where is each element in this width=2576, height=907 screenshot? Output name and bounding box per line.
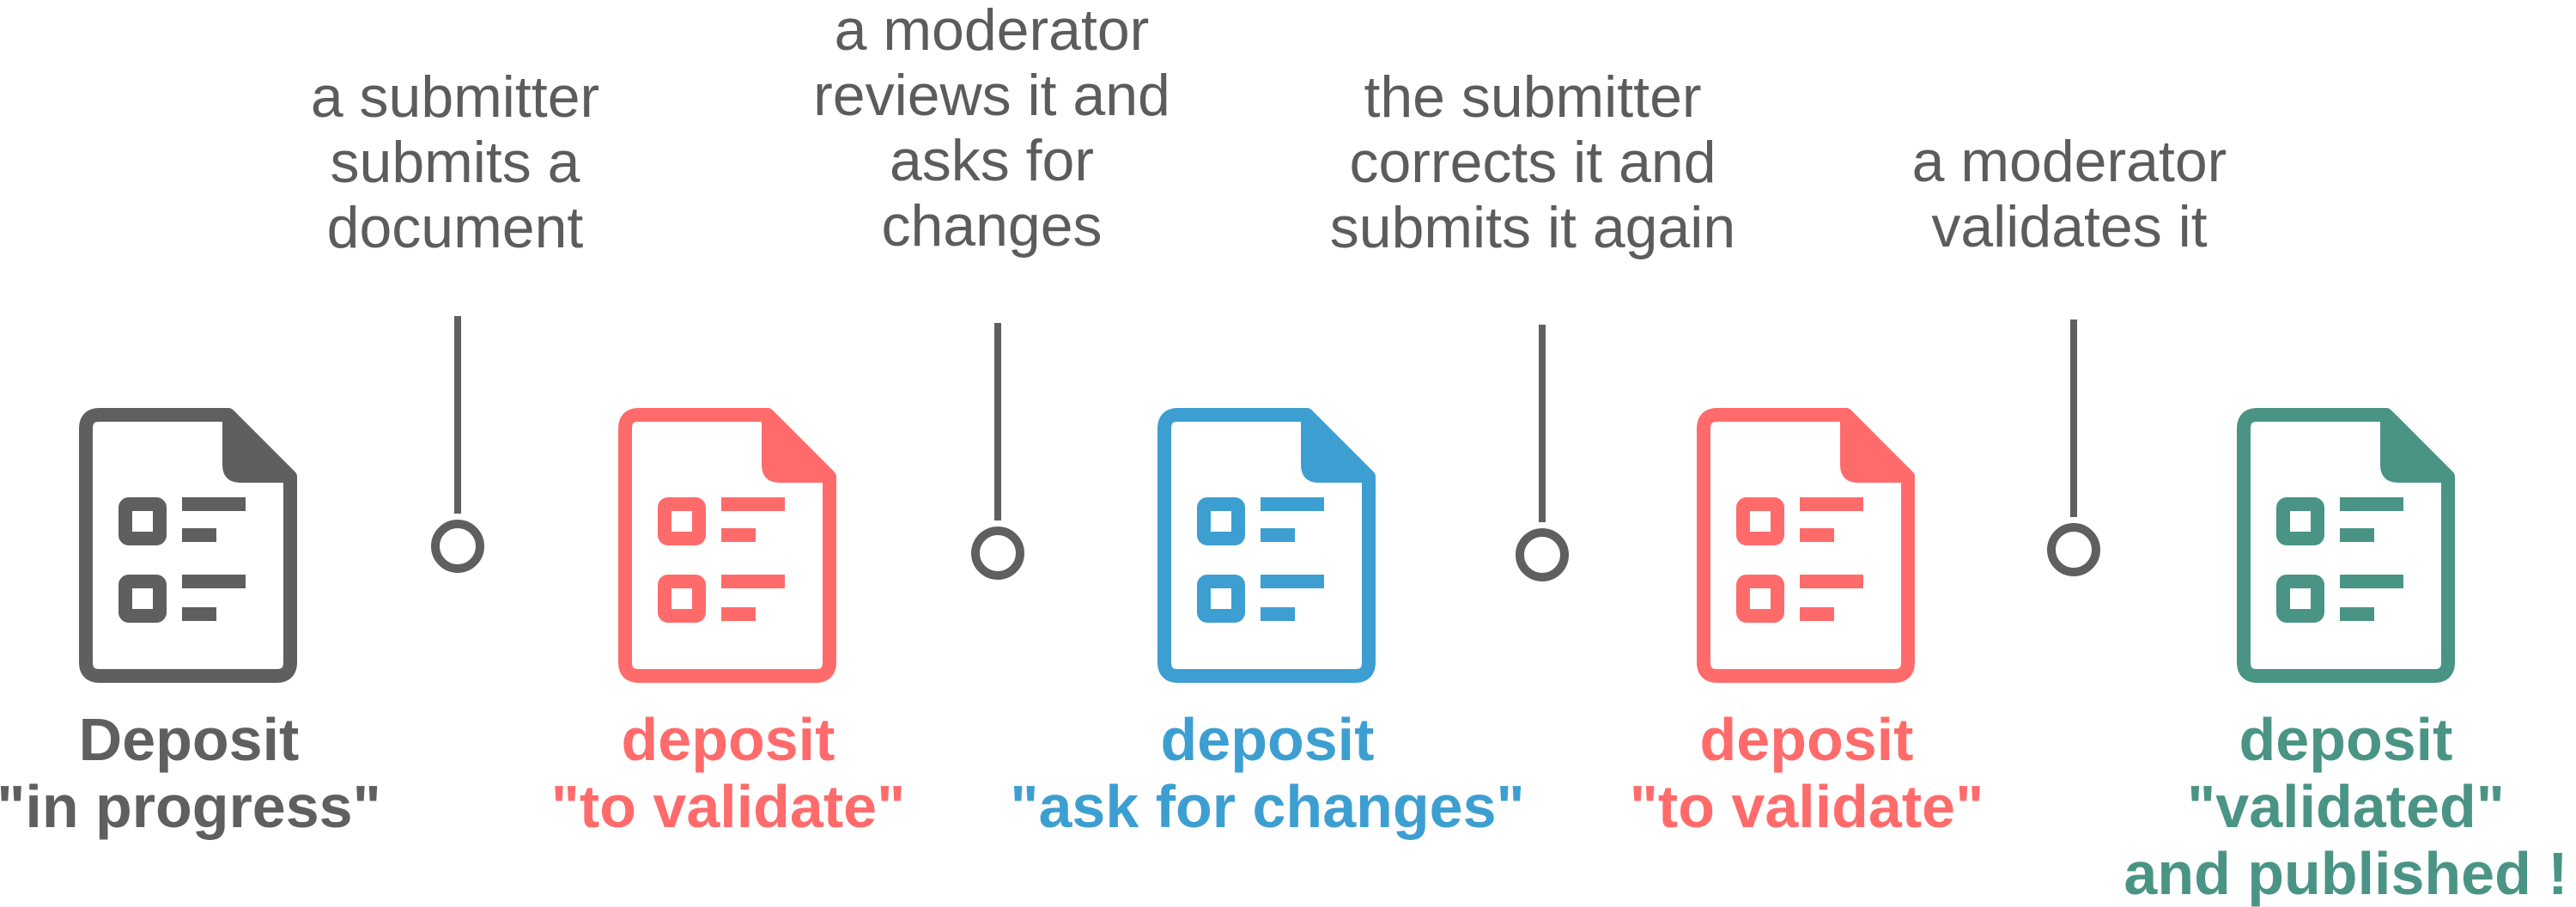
checkbox-square [2276,497,2324,545]
action-label-line: a moderator [834,0,1150,63]
state-label-4: deposit "to validate" [1540,706,2073,840]
state-label-line: "validated" [2187,773,2505,840]
document-icon [1697,408,1915,683]
state-label-line: "to validate" [550,773,906,840]
timeline-connector-2 [971,323,1024,580]
checkbox-square [118,497,167,545]
state-label-line: deposit [1160,706,1375,773]
state-label-line: deposit [2239,706,2453,773]
action-label-line: a submitter [310,64,600,130]
state-label-5: deposit "validated" and published ! [2080,706,2576,907]
action-label-line: submits it again [1329,195,1736,260]
action-label-2: a moderator reviews it and asks for chan… [734,0,1249,259]
document-icon [79,408,297,683]
document-outline [79,408,297,683]
state-label-line: "in progress" [0,773,381,840]
action-label-3: the submitter corrects it and submits it… [1275,64,1790,260]
state-label-line: "ask for changes" [1010,773,1525,840]
checkbox-square [658,575,706,623]
timeline-connector-1 [431,316,484,573]
state-label-3: deposit "ask for changes" [1001,706,1534,840]
state-label-2: deposit "to validate" [462,706,994,840]
state-label-line: deposit [1699,706,1914,773]
timeline-connector-3 [1516,325,1569,581]
action-label-line: changes [881,193,1103,259]
action-label-1: a submitter submits a document [197,64,713,260]
action-label-line: corrects it and [1349,130,1716,195]
document-icon [1157,408,1376,683]
document-corner [222,412,293,483]
state-label-line: Deposit [78,706,300,773]
checkbox-square [1736,497,1784,545]
state-label-line: "to validate" [1629,773,1984,840]
state-label-1: Deposit "in progress" [0,706,455,840]
action-label-line: document [326,195,584,260]
action-label-line: a moderator [1911,129,2227,194]
action-label-line: submits a [330,130,580,195]
action-label-line: validates it [1931,194,2208,259]
checkbox-square [1736,575,1784,623]
checkbox-square [658,497,706,545]
checkbox-square [2276,575,2324,623]
document-outline [2237,408,2455,683]
checkbox-square [1197,575,1245,623]
document-corner [2380,412,2451,483]
action-label-4: a moderator validates it [1812,129,2327,259]
document-corner [762,412,832,483]
action-label-line: the submitter [1364,64,1702,130]
state-label-line: deposit [621,706,835,773]
document-icon [2237,408,2455,683]
document-outline [1157,408,1376,683]
state-label-line: and published ! [2123,840,2568,907]
action-label-line: reviews it and [813,63,1170,128]
document-icon [618,408,836,683]
checkbox-square [118,575,167,623]
timeline-connector-4 [2047,320,2100,576]
document-outline [1697,408,1915,683]
checkbox-square [1197,497,1245,545]
document-outline [618,408,836,683]
document-corner [1840,412,1911,483]
action-label-line: asks for [889,128,1095,193]
document-corner [1301,412,1371,483]
